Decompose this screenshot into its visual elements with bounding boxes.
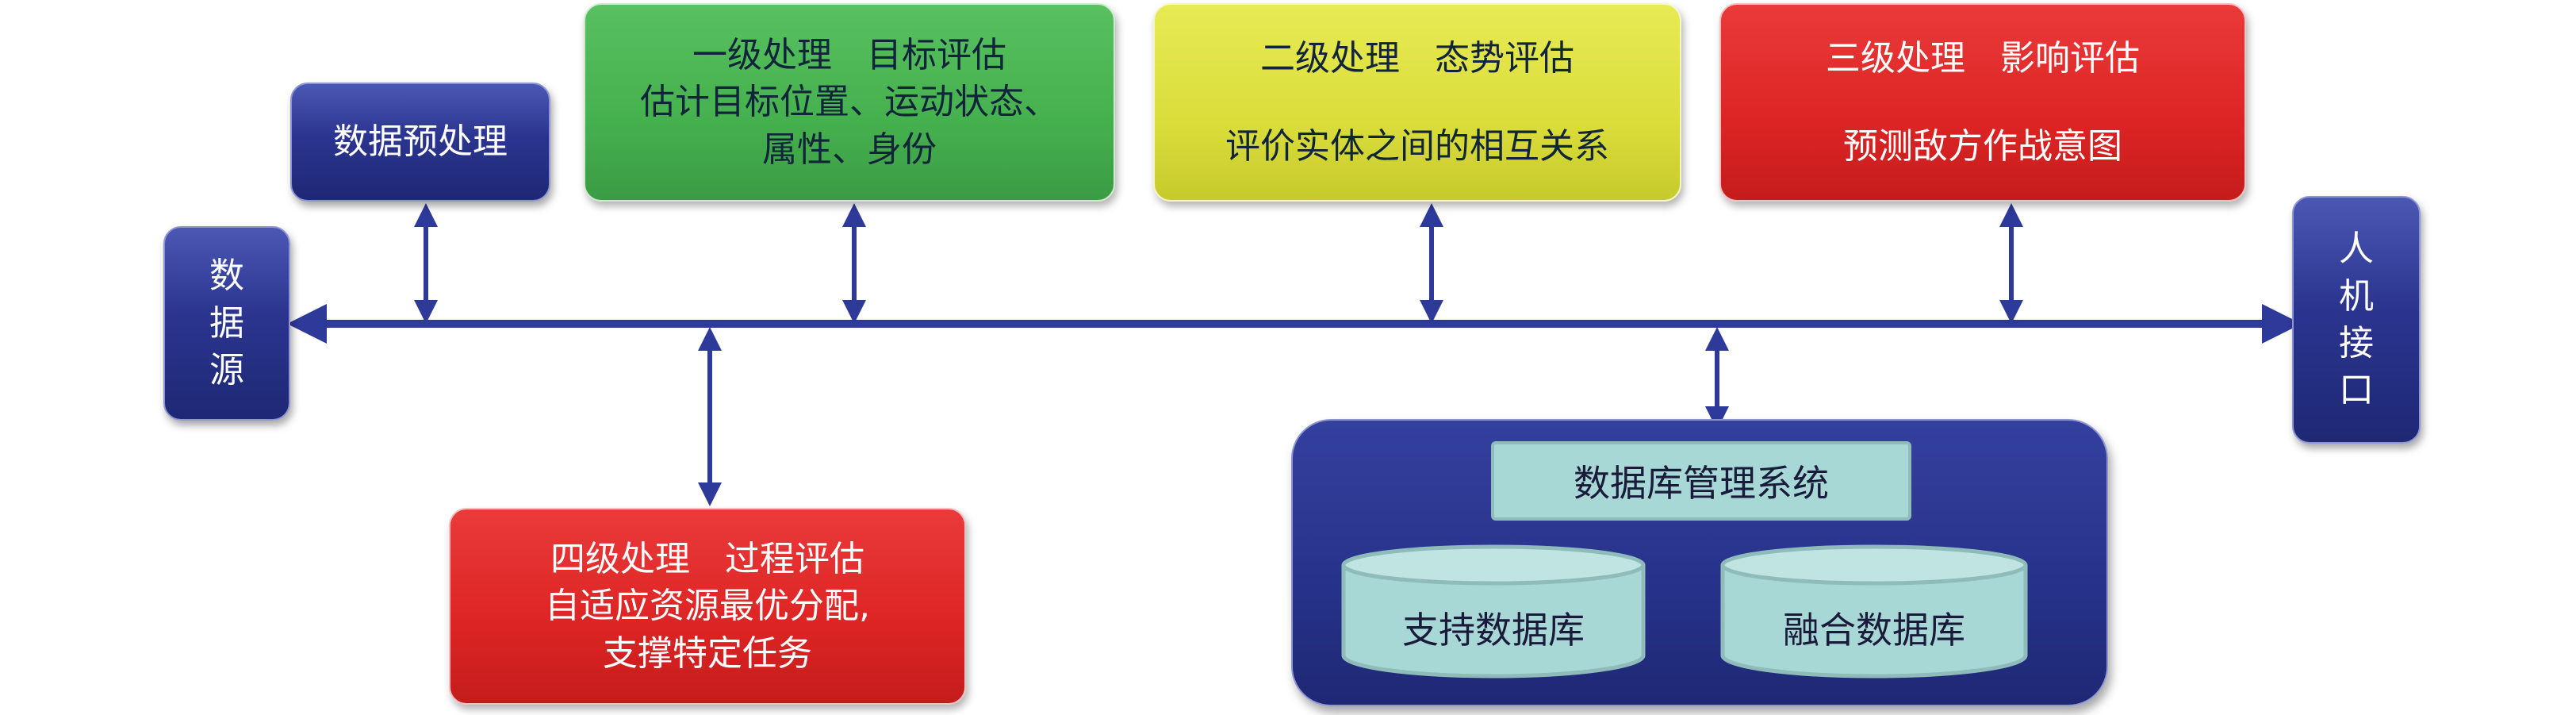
level2-box: 二级处理 态势评估 评价实体之间的相互关系 xyxy=(1153,3,1681,202)
support-db-label: 支持数据库 xyxy=(1402,609,1585,652)
level1-line-1: 一级处理 目标评估 xyxy=(692,34,1006,75)
level4-line-1: 四级处理 过程评估 xyxy=(550,538,864,579)
level2-line-2: 评价实体之间的相互关系 xyxy=(1225,126,1609,167)
level1-line-3: 属性、身份 xyxy=(762,129,937,170)
support-db-cylinder-shape xyxy=(1341,544,1646,678)
hmi-char-1: 人 xyxy=(2339,229,2374,270)
level3-box: 三级处理 影响评估 预测敌方作战意图 xyxy=(1719,3,2246,202)
support-db-cylinder: 支持数据库 xyxy=(1340,544,1646,681)
data-source-char-2: 据 xyxy=(209,302,244,344)
dbms-title: 数据库管理系统 xyxy=(1491,441,1911,521)
level1-box: 一级处理 目标评估 估计目标位置、运动状态、 属性、身份 xyxy=(584,3,1115,202)
preprocess-label: 数据预处理 xyxy=(333,121,508,163)
data-source-char-1: 数 xyxy=(209,256,244,297)
level3-line-1: 三级处理 影响评估 xyxy=(1826,37,2140,79)
level2-line-1: 二级处理 态势评估 xyxy=(1260,37,1574,79)
data-source-box: 数 据 源 xyxy=(163,226,290,421)
hmi-char-4: 口 xyxy=(2339,370,2374,411)
hmi-char-2: 机 xyxy=(2339,275,2374,317)
hmi-char-3: 接 xyxy=(2339,323,2374,363)
hmi-box: 人 机 接 口 xyxy=(2292,196,2421,444)
fusion-db-label: 融合数据库 xyxy=(1783,609,1965,652)
level4-line-3: 支撑特定任务 xyxy=(603,632,812,674)
level3-line-2: 预测敌方作战意图 xyxy=(1843,126,2122,167)
preprocess-box: 数据预处理 xyxy=(290,83,550,202)
level1-line-2: 估计目标位置、运动状态、 xyxy=(640,82,1059,123)
level4-box: 四级处理 过程评估 自适应资源最优分配, 支撑特定任务 xyxy=(449,508,966,705)
level4-line-2: 自适应资源最优分配, xyxy=(545,586,870,627)
fusion-db-cylinder-shape xyxy=(1720,544,2028,678)
fusion-db-cylinder: 融合数据库 xyxy=(1719,544,2029,681)
data-source-char-3: 源 xyxy=(209,350,244,391)
